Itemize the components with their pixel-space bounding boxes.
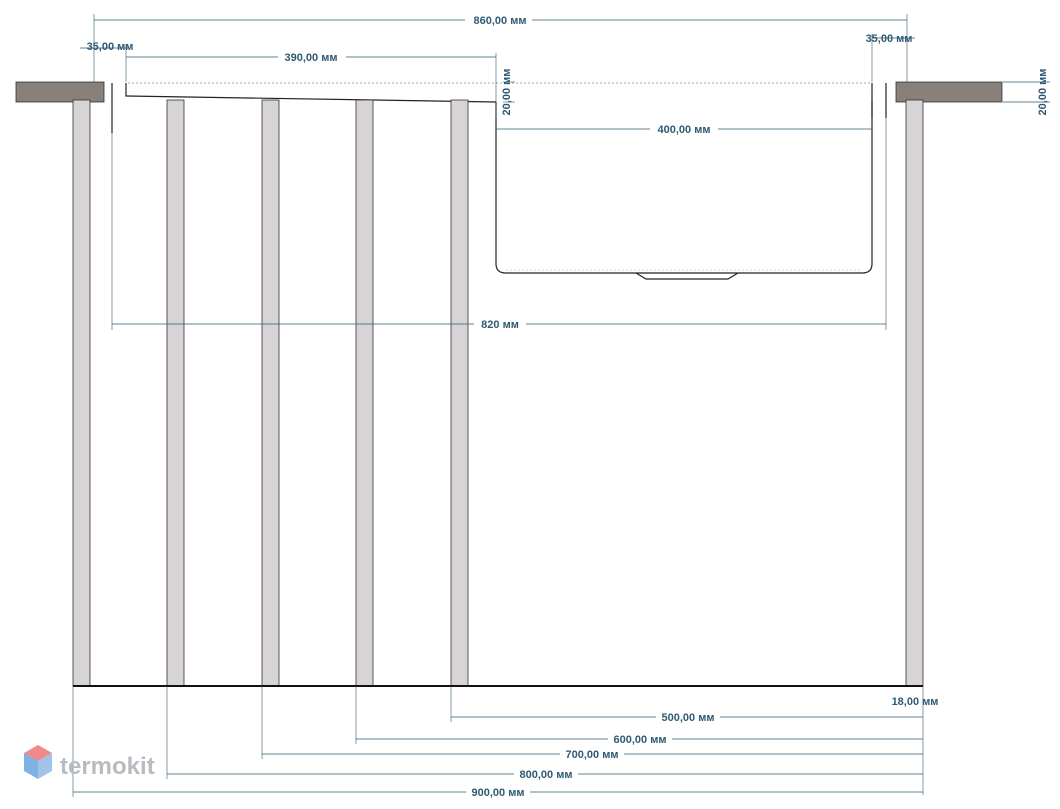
- termokit-logo: termokit: [24, 745, 155, 780]
- sink-bowl: [495, 102, 873, 274]
- dim-inner-width: 820 мм: [481, 319, 519, 331]
- sink-drain: [635, 272, 739, 280]
- dim-total-width: 860,00 мм: [474, 15, 527, 27]
- dim-800: 800,00 мм: [520, 769, 573, 781]
- sink-slope: [125, 83, 497, 103]
- dim-600: 600,00 мм: [614, 734, 667, 746]
- dim-700: 700,00 мм: [566, 749, 619, 761]
- dim-500: 500,00 мм: [662, 712, 715, 724]
- logo-cube-right: [38, 753, 52, 779]
- panel-600: [355, 99, 374, 687]
- dim-panel-thickness: 18,00 мм: [892, 696, 939, 708]
- panel-500: [450, 99, 469, 687]
- left-countertop: [15, 81, 105, 103]
- right-countertop: [895, 81, 1003, 103]
- panel-900: [72, 99, 91, 687]
- dim-900: 900,00 мм: [472, 787, 525, 799]
- dim-left-gap: 35,00 мм: [87, 41, 134, 53]
- dim-right-thickness: 20,00 мм: [1037, 69, 1049, 116]
- panel-right: [905, 99, 924, 687]
- dim-left-thickness: 20,00 мм: [501, 69, 513, 116]
- logo-cube-left: [24, 753, 38, 779]
- logo-text: termokit: [60, 753, 155, 780]
- panel-700: [261, 99, 280, 687]
- dim-sink-offset: 390,00 мм: [285, 52, 338, 64]
- dim-bowl-width: 400,00 мм: [658, 124, 711, 136]
- dim-right-gap: 35,00 мм: [866, 33, 913, 45]
- panel-800: [166, 99, 185, 687]
